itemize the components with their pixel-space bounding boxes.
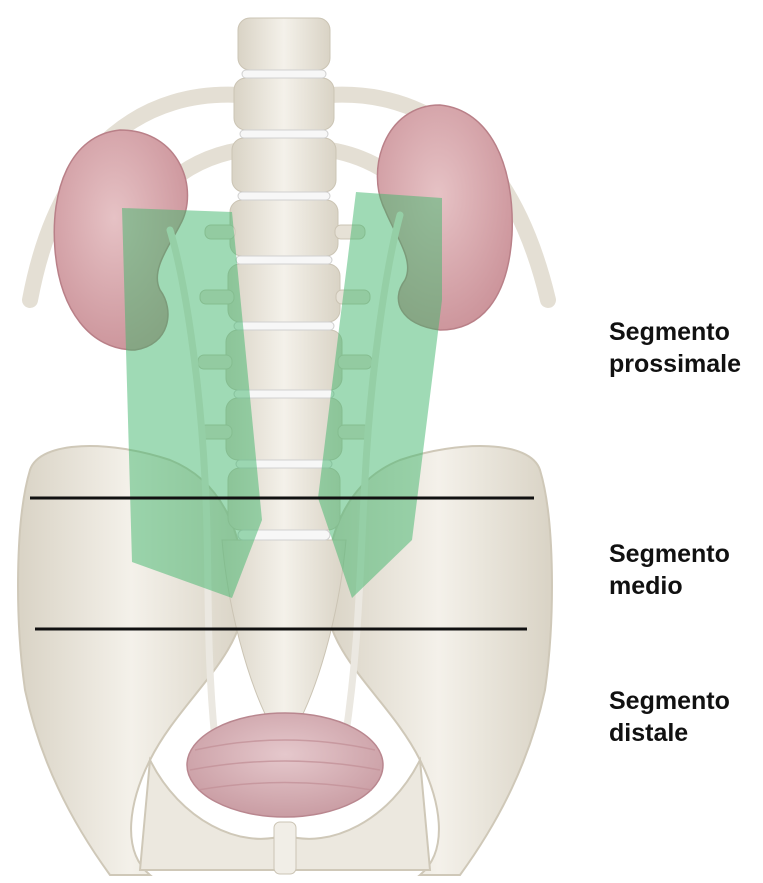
middle-label-line2: medio [609, 570, 730, 602]
vertebra [238, 18, 330, 70]
proximal-label-line2: prossimale [609, 348, 741, 380]
vertebra [232, 138, 336, 192]
distal-label-line2: distale [609, 717, 730, 749]
vertebra [234, 78, 334, 130]
vertebra [230, 200, 338, 256]
proximal-label-line1: Segmento [609, 316, 741, 348]
pubic-symphysis [274, 822, 296, 874]
distal-segment-label: Segmento distale [609, 685, 730, 749]
middle-segment-label: Segmento medio [609, 538, 730, 602]
proximal-segment-label: Segmento prossimale [609, 316, 741, 380]
distal-label-line1: Segmento [609, 685, 730, 717]
middle-label-line1: Segmento [609, 538, 730, 570]
vertebra [228, 264, 340, 322]
